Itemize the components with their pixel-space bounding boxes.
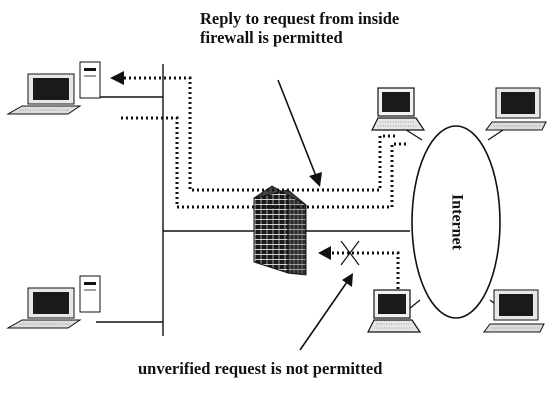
denied-pointer-arrow (300, 273, 353, 350)
internet-label: Internet (448, 194, 465, 251)
blocked-path-line (328, 253, 398, 294)
blocked-arrowhead (318, 246, 331, 260)
internet-cloud: Internet (398, 124, 512, 318)
firewall-front-face (254, 190, 288, 273)
blocked-request-path (328, 253, 398, 294)
desktop-computer-icon (8, 62, 100, 114)
reply-arrowhead (110, 71, 124, 85)
laptop-icon (368, 290, 420, 332)
desktop-computer-icon (486, 88, 546, 130)
laptop-icon (372, 88, 424, 130)
reply-path-outer (118, 78, 395, 190)
firewall-icon (254, 186, 306, 275)
desktop-computer-icon (8, 276, 100, 328)
lan-backbone (96, 64, 410, 336)
reply-pointer-arrow (278, 80, 322, 187)
desktop-computer-icon (484, 290, 544, 332)
